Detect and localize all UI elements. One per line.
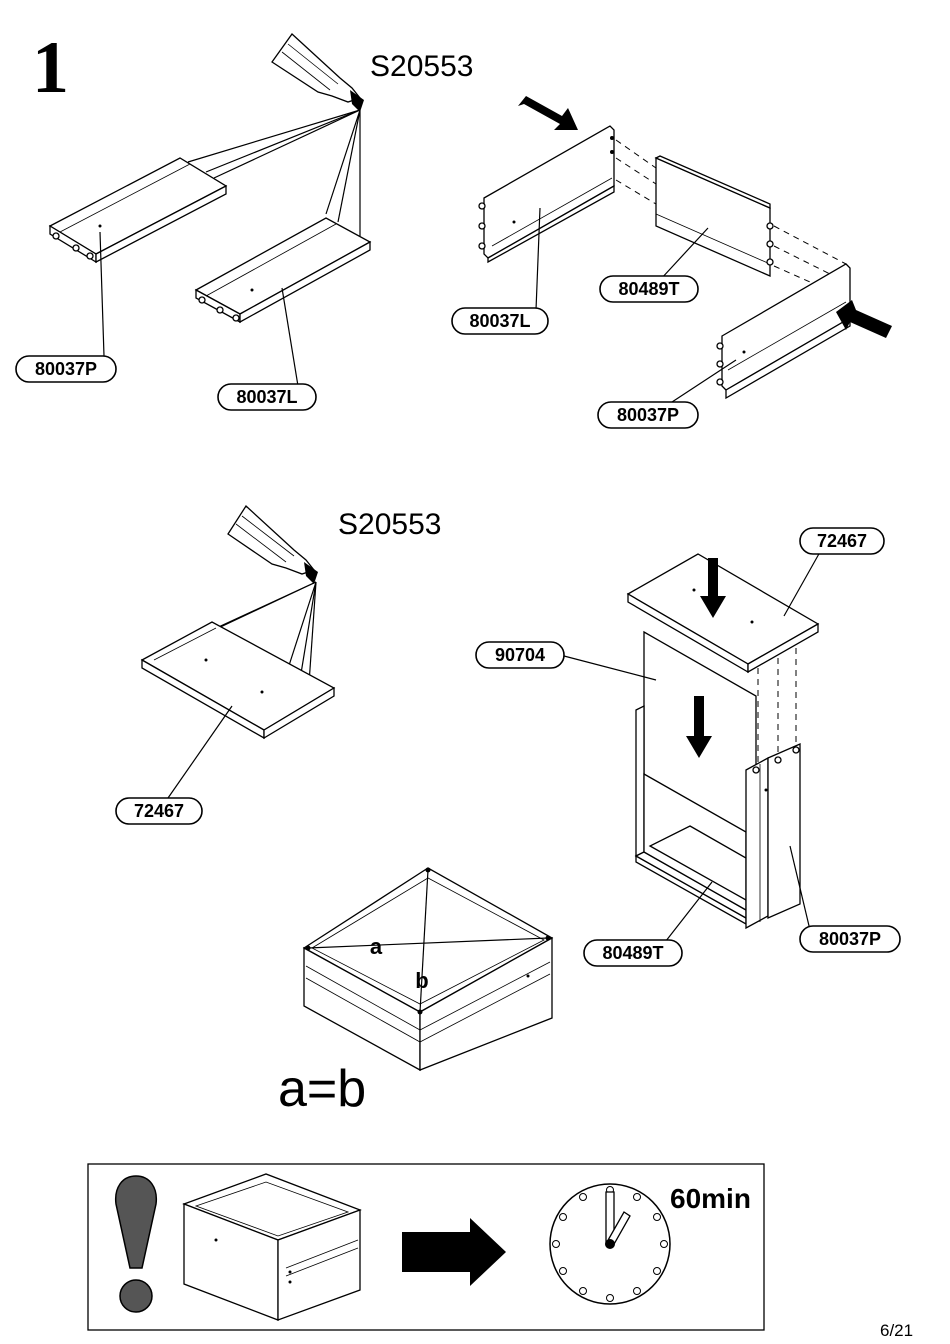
- leader-4a: [783, 551, 821, 617]
- leader-2c: [671, 359, 737, 403]
- part-label-80037P-1: 80037P: [15, 355, 117, 383]
- svg-text:80037L: 80037L: [469, 311, 530, 331]
- page-number: 6/21: [880, 1321, 913, 1340]
- leader-4c: [661, 881, 713, 947]
- part-label-80037P-2: 80037P: [597, 401, 699, 429]
- down-arrow-icon-2: [686, 696, 712, 758]
- push-arrow-icon-1: [518, 96, 578, 130]
- drawer-box: [182, 1173, 362, 1321]
- svg-text:80489T: 80489T: [602, 943, 663, 963]
- leader-4b: [563, 655, 657, 681]
- svg-text:72467: 72467: [817, 531, 867, 551]
- svg-text:80037P: 80037P: [819, 929, 881, 949]
- part-label-80037L-1: 80037L: [217, 383, 317, 411]
- leader-2b: [659, 227, 709, 281]
- leader-3: [167, 705, 233, 799]
- board-72467-flat: [140, 621, 336, 740]
- svg-text:90704: 90704: [495, 645, 545, 665]
- warning-exclamation-icon: [114, 1175, 158, 1313]
- fit-dash-3: [615, 179, 657, 205]
- right-arrow-icon: [402, 1218, 506, 1286]
- part-label-80489T-2: 80489T: [599, 275, 699, 303]
- svg-text:80037P: 80037P: [35, 359, 97, 379]
- assembled-cabinet: [302, 867, 554, 1072]
- svg-text:80489T: 80489T: [618, 279, 679, 299]
- leader-2a: [535, 207, 541, 311]
- glue-lines-1: [187, 109, 361, 236]
- glue-tube-1: [271, 33, 364, 112]
- step-number: 1: [32, 27, 69, 109]
- leader-1a: [99, 231, 105, 357]
- back-panel-80489T: [654, 155, 774, 277]
- part-label-72467-3: 72467: [115, 797, 203, 825]
- leader-1b: [281, 287, 299, 387]
- glue-code-1: S20553: [370, 50, 473, 83]
- svg-text:72467: 72467: [134, 801, 184, 821]
- diagonal-lines: [305, 867, 551, 1015]
- part-label-72467-4: 72467: [799, 527, 885, 555]
- part-label-80037L-2: 80037L: [451, 307, 549, 335]
- side-panel-80037P: [716, 263, 851, 400]
- panel-80037P-flat: [48, 157, 228, 264]
- fit-dash-6: [773, 265, 847, 299]
- cabinet-body: [634, 704, 801, 930]
- svg-text:80037P: 80037P: [617, 405, 679, 425]
- clock-icon: [549, 1183, 671, 1305]
- glue-code-2: S20553: [338, 508, 441, 541]
- diagonal-label-b: b: [415, 968, 428, 993]
- part-label-80037P-4: 80037P: [799, 925, 901, 953]
- drying-time: 60min: [670, 1183, 751, 1214]
- panel-80037L-flat: [194, 217, 372, 324]
- leader-4d: [789, 845, 811, 931]
- diagonal-label-a: a: [370, 934, 383, 959]
- fit-dash-4: [773, 225, 847, 265]
- push-arrow-icon-2: [836, 300, 892, 338]
- svg-text:80037L: 80037L: [236, 387, 297, 407]
- top-board-72467: [626, 553, 820, 674]
- squareness-caption: a=b: [278, 1060, 366, 1118]
- fit-dash-2: [615, 157, 657, 185]
- side-panel-80037L: [478, 125, 615, 264]
- part-label-80489T-4: 80489T: [583, 939, 683, 967]
- part-label-90704: 90704: [475, 641, 565, 669]
- glue-tube-2: [227, 504, 318, 584]
- down-arrow-icon-1: [700, 558, 726, 618]
- fit-dash-1: [615, 139, 657, 169]
